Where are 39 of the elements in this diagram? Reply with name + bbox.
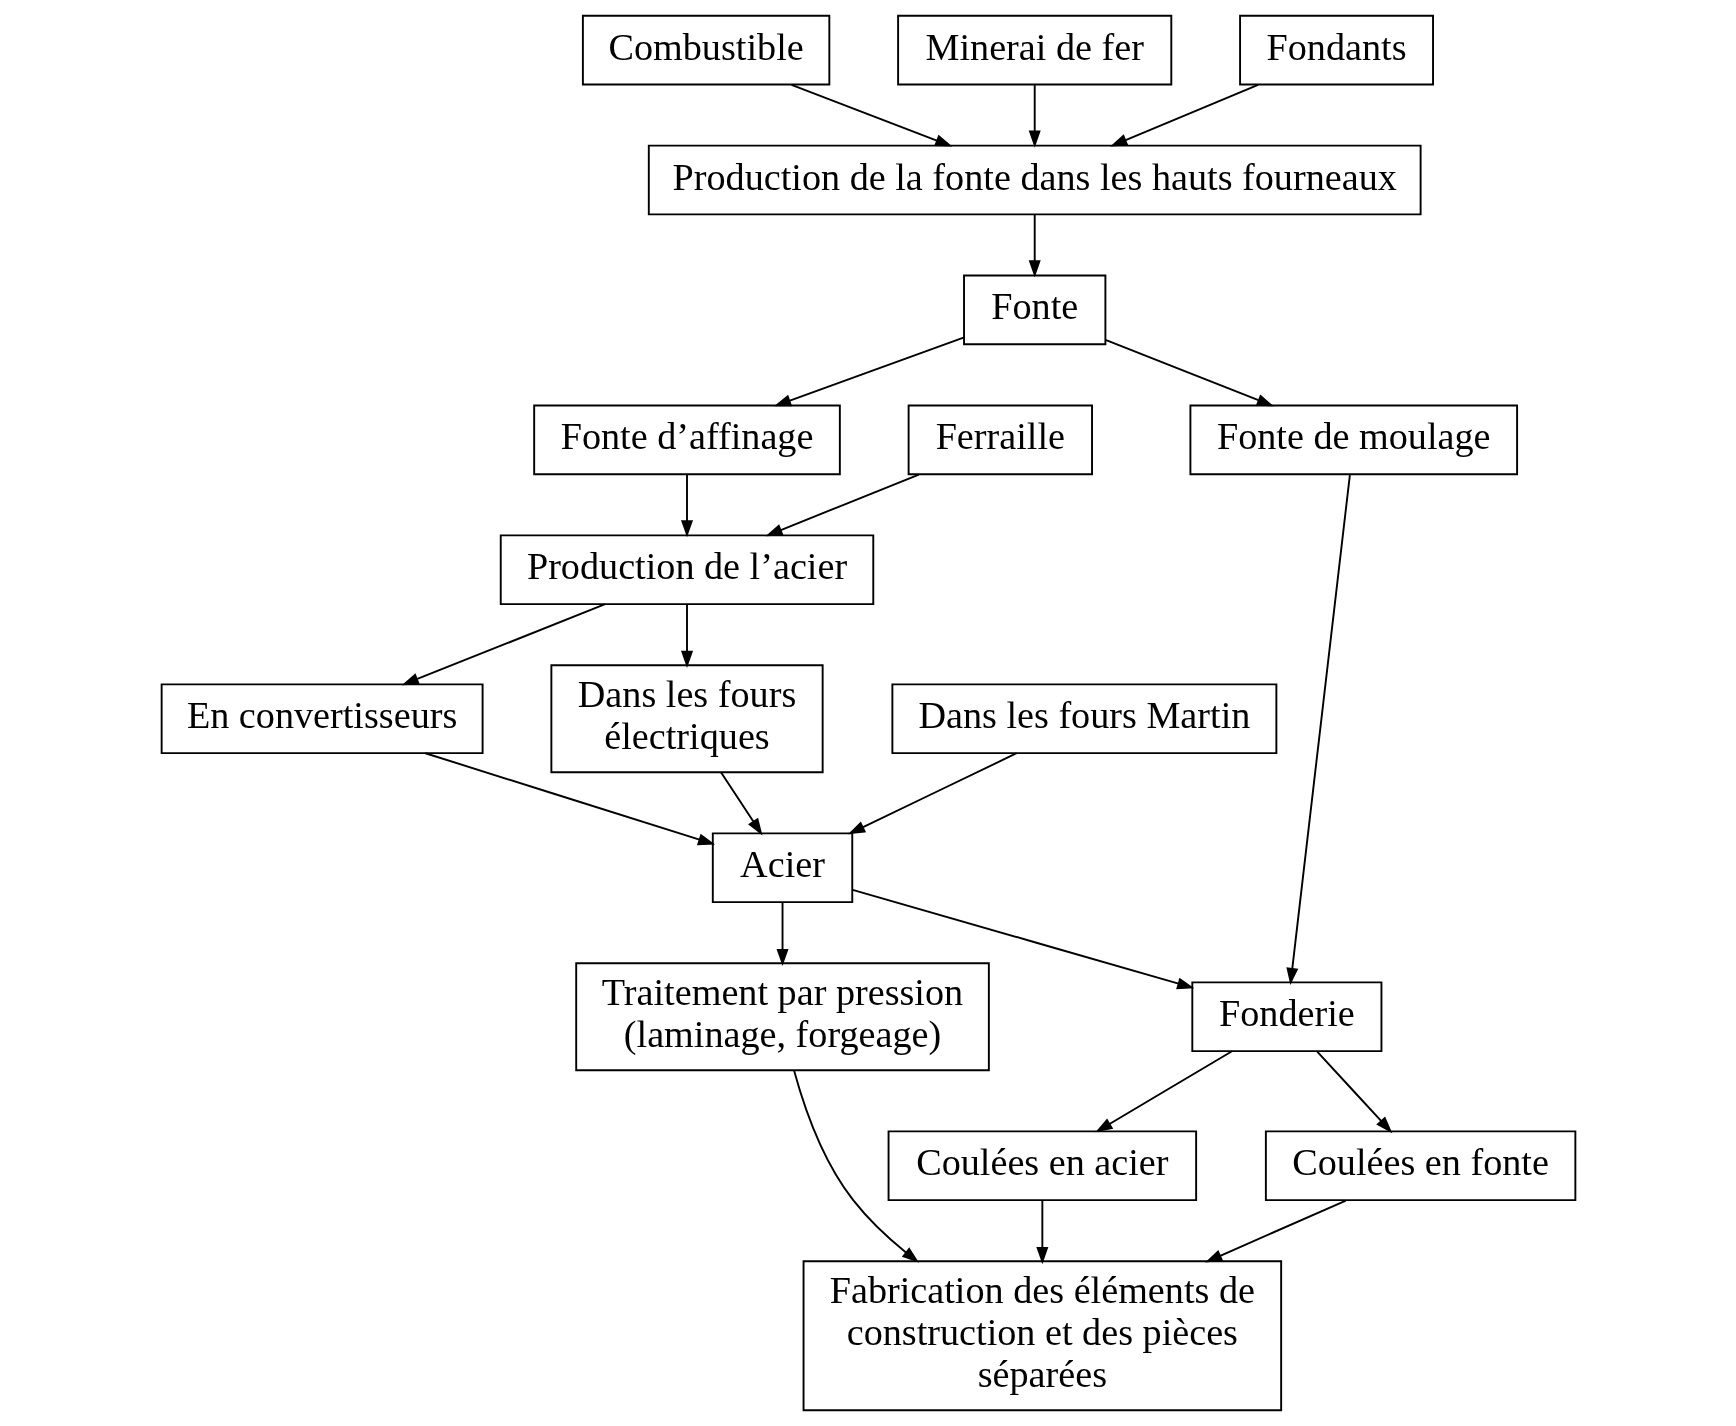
arrow [1104, 338, 1274, 407]
arrow [776, 901, 789, 967]
node-box: Combustible [581, 14, 830, 86]
arrow [1028, 214, 1041, 278]
node-box: Traitement par pression (laminage, forgeage) [574, 962, 990, 1072]
node-box: Coulées en fonte [1264, 1130, 1576, 1202]
arrow [764, 473, 920, 537]
node-box: Fondants [1238, 14, 1434, 86]
arrow [851, 888, 1194, 990]
arrow [424, 752, 715, 846]
node-box: Minerai de fer [896, 14, 1172, 86]
arrow [401, 603, 606, 686]
node-box: Ferraille [907, 404, 1093, 476]
arrow [680, 473, 693, 538]
node-box: Acier [711, 832, 853, 904]
arrow [1028, 84, 1041, 148]
arrow [719, 771, 762, 836]
arrow [847, 752, 1018, 835]
arrow [773, 336, 964, 407]
node-box: Coulées en acier [887, 1130, 1197, 1202]
node-box: Fonte d’affinage [532, 404, 841, 476]
node-box: Fabrication des éléments de construction et des pièces séparées [802, 1260, 1282, 1412]
arrow [1094, 1050, 1233, 1133]
arrow [792, 1069, 919, 1263]
node-box: Production de la fonte dans les hauts fourneaux [647, 144, 1422, 216]
arrow [680, 603, 693, 669]
arrow [790, 83, 952, 147]
node-box: En convertisseurs [160, 683, 484, 755]
arrow [1315, 1050, 1392, 1134]
node-box: Fonte de moulage [1188, 404, 1518, 476]
node-box: Dans les fours électriques [549, 664, 824, 774]
arrow [1285, 474, 1351, 986]
arrow [1109, 83, 1259, 147]
arrow [1204, 1199, 1347, 1263]
node-box: Fonte [962, 274, 1106, 346]
node-box: Fonderie [1190, 981, 1382, 1053]
node-box: Dans les fours Martin [890, 683, 1277, 755]
node-box: Production de l’acier [499, 534, 874, 606]
arrow [1035, 1199, 1048, 1265]
